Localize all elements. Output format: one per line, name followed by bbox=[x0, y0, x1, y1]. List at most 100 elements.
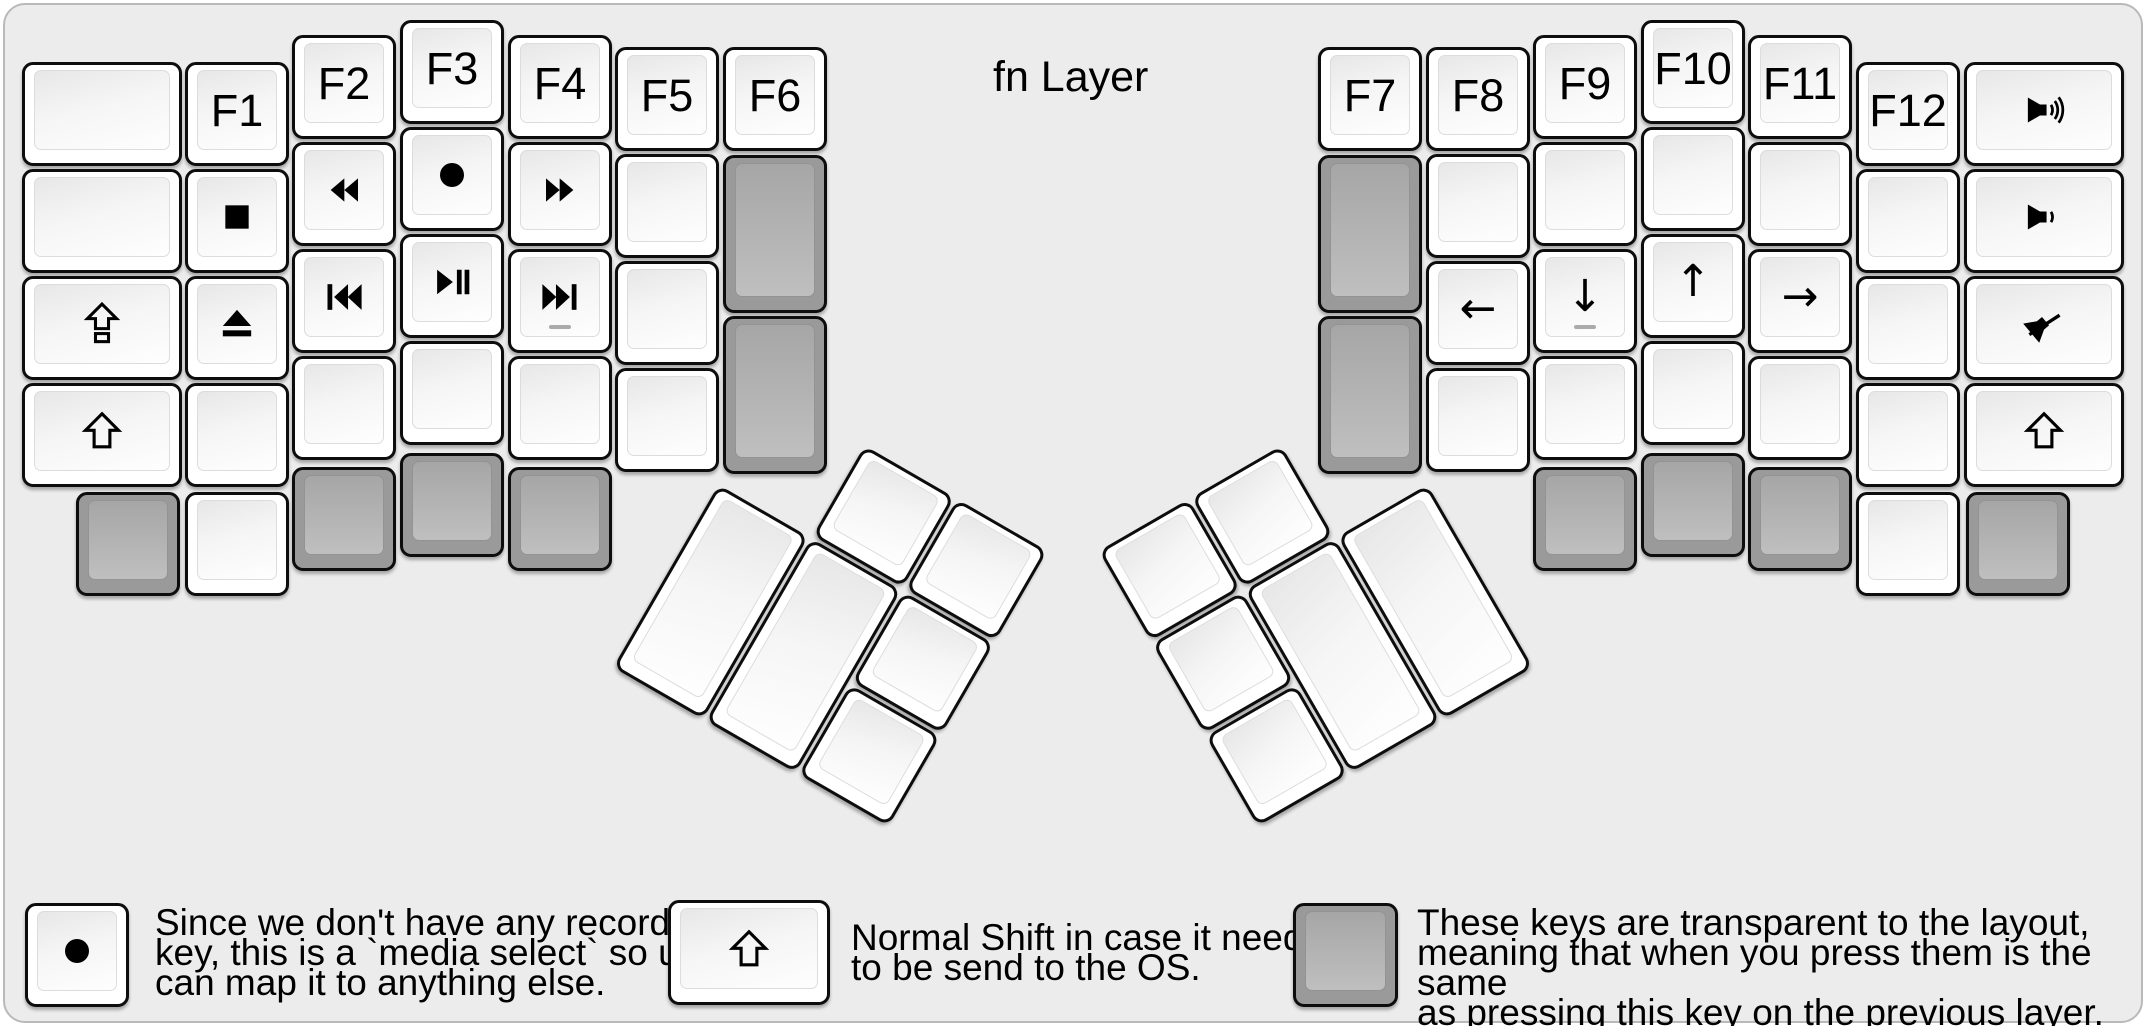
keytop bbox=[1330, 163, 1410, 297]
blank-key[interactable] bbox=[1856, 383, 1960, 487]
f4-key[interactable]: F4 bbox=[508, 35, 612, 139]
play-pause-key[interactable] bbox=[400, 234, 504, 338]
transparent-key[interactable] bbox=[1748, 467, 1852, 571]
volume-up-key[interactable] bbox=[1964, 62, 2124, 166]
transparent-key[interactable] bbox=[1533, 467, 1637, 571]
keytop bbox=[1868, 500, 1948, 580]
blank-key[interactable] bbox=[508, 356, 612, 460]
blank-key[interactable] bbox=[1426, 368, 1530, 472]
fast-forward-icon bbox=[546, 178, 574, 202]
f7-key[interactable]: F7 bbox=[1318, 47, 1422, 151]
stop-icon bbox=[225, 205, 249, 229]
rewind-key[interactable] bbox=[292, 142, 396, 246]
down-arrow-key[interactable]: ↓ bbox=[1533, 249, 1637, 353]
f10-key[interactable]: F10 bbox=[1641, 20, 1745, 124]
keytop: F8 bbox=[1438, 55, 1518, 135]
transparent-key[interactable] bbox=[1641, 453, 1745, 557]
keytop bbox=[1545, 364, 1625, 444]
f6-key[interactable]: F6 bbox=[723, 47, 827, 151]
keytop bbox=[412, 349, 492, 429]
left-arrow-key[interactable]: ← bbox=[1426, 261, 1530, 365]
keytop bbox=[1438, 376, 1518, 456]
right-arrow-key-glyph: → bbox=[1781, 271, 1819, 322]
f8-key-label: F8 bbox=[1451, 69, 1505, 121]
shift-key[interactable] bbox=[22, 383, 182, 487]
transparent-key[interactable] bbox=[1966, 492, 2070, 596]
keytop bbox=[520, 257, 600, 337]
stop-key[interactable] bbox=[185, 169, 289, 273]
caps-lock-key[interactable] bbox=[22, 276, 182, 380]
keytop bbox=[1978, 500, 2058, 580]
keytop bbox=[735, 163, 815, 297]
f4-key-label: F4 bbox=[533, 57, 587, 109]
transparent-key[interactable] bbox=[723, 316, 827, 474]
keytop bbox=[1760, 364, 1840, 444]
keytop: F2 bbox=[304, 43, 384, 123]
record-icon bbox=[65, 939, 89, 963]
fast-forward-key[interactable] bbox=[508, 142, 612, 246]
record-sample-key bbox=[25, 903, 129, 1007]
shift-icon bbox=[81, 411, 123, 449]
transparent-key[interactable] bbox=[400, 453, 504, 557]
keytop bbox=[412, 135, 492, 215]
caps-lock-icon bbox=[83, 301, 121, 344]
record-key[interactable] bbox=[400, 127, 504, 231]
transparent-key[interactable] bbox=[76, 492, 180, 596]
blank-key[interactable] bbox=[615, 368, 719, 472]
blank-key[interactable] bbox=[185, 383, 289, 487]
mute-key[interactable] bbox=[1964, 276, 2124, 380]
legend-text-1: Since we don't have any recording key, t… bbox=[155, 902, 730, 1003]
f2-key-label: F2 bbox=[317, 57, 371, 109]
f12-key[interactable]: F12 bbox=[1856, 62, 1960, 166]
record-icon bbox=[440, 163, 464, 187]
keytop bbox=[34, 284, 170, 364]
blank-key[interactable] bbox=[185, 492, 289, 596]
transparent-key[interactable] bbox=[1318, 155, 1422, 313]
transparent-key[interactable] bbox=[1318, 316, 1422, 474]
transparent-key[interactable] bbox=[292, 467, 396, 571]
right-arrow-key[interactable]: → bbox=[1748, 249, 1852, 353]
blank-key[interactable] bbox=[1426, 154, 1530, 258]
blank-key[interactable] bbox=[1641, 127, 1745, 231]
keytop bbox=[1438, 162, 1518, 242]
blank-key[interactable] bbox=[1856, 169, 1960, 273]
keytop: ← bbox=[1438, 269, 1518, 349]
keytop bbox=[34, 177, 170, 257]
blank-key[interactable] bbox=[1748, 142, 1852, 246]
eject-icon bbox=[222, 309, 252, 337]
f8-key[interactable]: F8 bbox=[1426, 47, 1530, 151]
shift-key[interactable] bbox=[1964, 383, 2124, 487]
blank-key[interactable] bbox=[1856, 492, 1960, 596]
f5-key[interactable]: F5 bbox=[615, 47, 719, 151]
f9-key[interactable]: F9 bbox=[1533, 35, 1637, 139]
blank-key[interactable] bbox=[1856, 276, 1960, 380]
keytop bbox=[1976, 391, 2112, 471]
blank-key[interactable] bbox=[1641, 341, 1745, 445]
blank-key[interactable] bbox=[22, 62, 182, 166]
transparent-key[interactable] bbox=[723, 155, 827, 313]
next-track-key[interactable] bbox=[508, 249, 612, 353]
blank-key[interactable] bbox=[1533, 142, 1637, 246]
eject-key[interactable] bbox=[185, 276, 289, 380]
keytop bbox=[304, 364, 384, 444]
f2-key[interactable]: F2 bbox=[292, 35, 396, 139]
blank-key[interactable] bbox=[22, 169, 182, 273]
keytop bbox=[1653, 349, 1733, 429]
f11-key[interactable]: F11 bbox=[1748, 35, 1852, 139]
legend-text-2: Normal Shift in case it needs to be send… bbox=[851, 917, 1322, 988]
f3-key[interactable]: F3 bbox=[400, 20, 504, 124]
up-arrow-key[interactable]: ↑ bbox=[1641, 234, 1745, 338]
prev-track-key[interactable] bbox=[292, 249, 396, 353]
keytop bbox=[37, 911, 117, 991]
blank-key[interactable] bbox=[615, 261, 719, 365]
blank-key[interactable] bbox=[615, 154, 719, 258]
f1-key[interactable]: F1 bbox=[185, 62, 289, 166]
blank-key[interactable] bbox=[292, 356, 396, 460]
blank-key[interactable] bbox=[1748, 356, 1852, 460]
transparent-key[interactable] bbox=[508, 467, 612, 571]
blank-key[interactable] bbox=[400, 341, 504, 445]
shift-icon bbox=[728, 929, 770, 966]
volume-down-key[interactable] bbox=[1964, 169, 2124, 273]
keytop: F1 bbox=[197, 70, 277, 150]
blank-key[interactable] bbox=[1533, 356, 1637, 460]
